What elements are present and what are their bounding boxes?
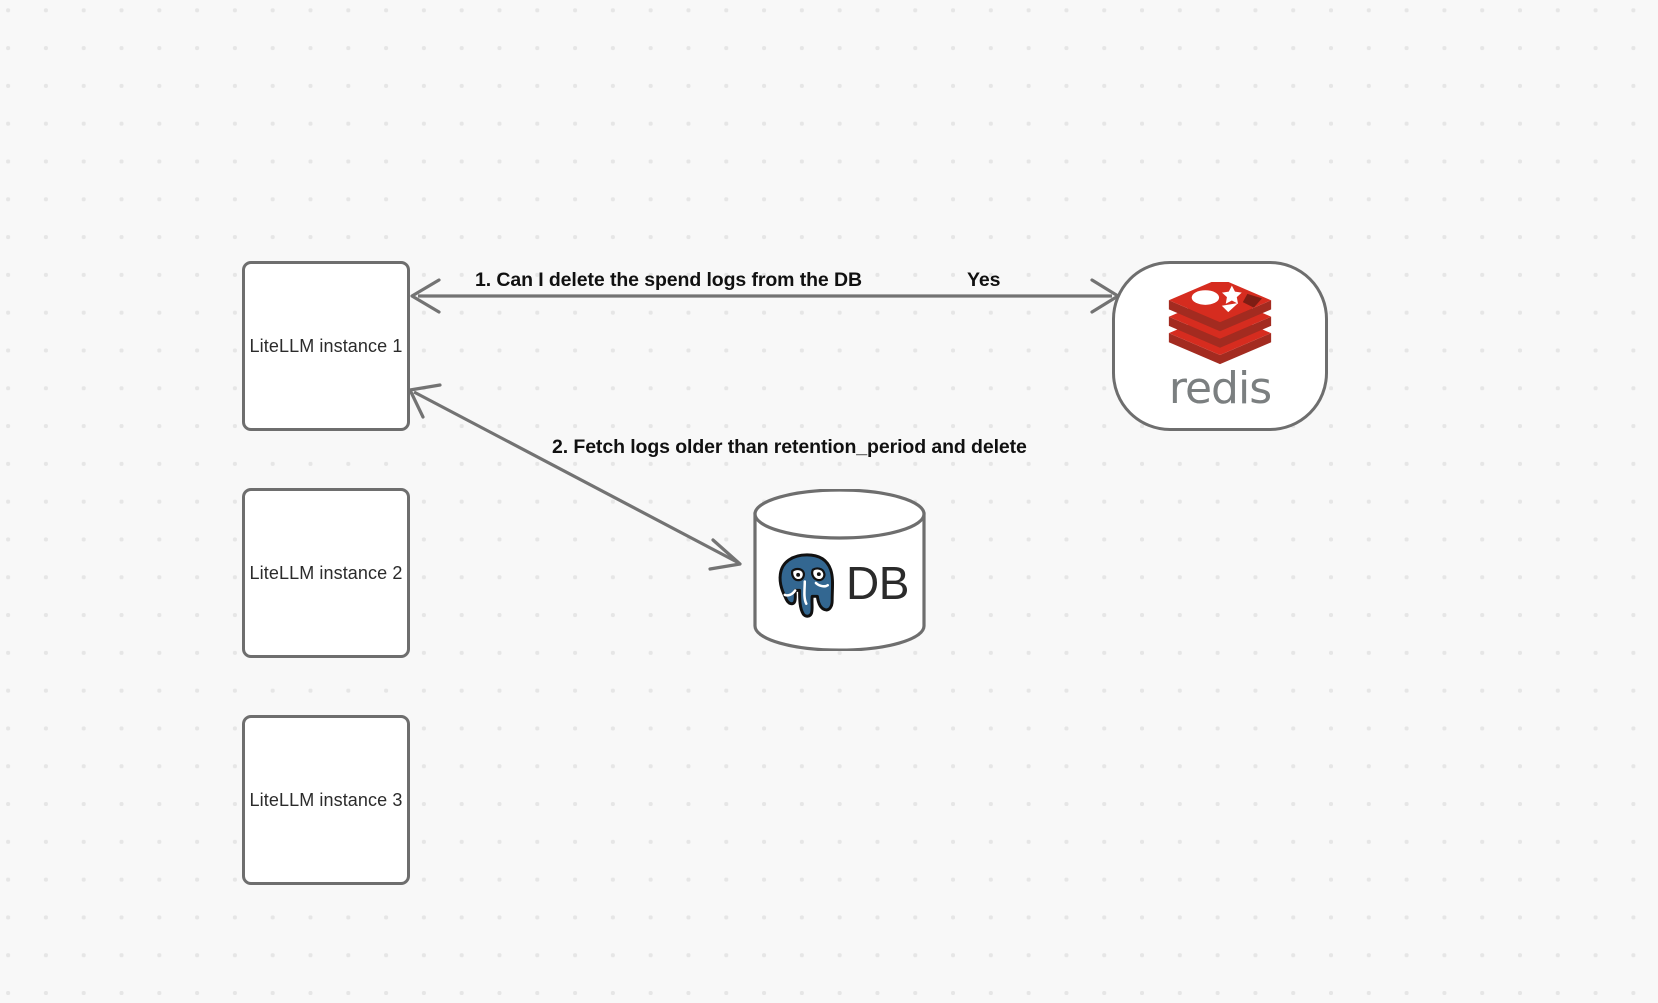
postgresql-elephant-icon — [777, 551, 836, 620]
node-database[interactable]: DB — [752, 488, 927, 652]
node-litellm-instance-1[interactable]: LiteLLM instance 1 — [242, 261, 410, 431]
node-litellm-instance-2-label: LiteLLM instance 2 — [249, 562, 403, 583]
edge-label-can-i-delete: 1. Can I delete the spend logs from the … — [475, 269, 862, 291]
edge-label-yes: Yes — [967, 269, 1001, 291]
node-redis[interactable]: redis — [1112, 261, 1328, 431]
redis-logo-icon — [1168, 281, 1272, 364]
arrowhead-downright-icon — [708, 538, 742, 571]
node-litellm-instance-2[interactable]: LiteLLM instance 2 — [242, 488, 410, 658]
node-database-label: DB — [846, 557, 909, 609]
database-label-group: DB — [752, 541, 927, 625]
node-litellm-instance-1-label: LiteLLM instance 1 — [249, 335, 403, 356]
node-litellm-instance-3[interactable]: LiteLLM instance 3 — [242, 715, 410, 885]
edge-litellm1-database — [408, 383, 742, 571]
node-litellm-instance-3-label: LiteLLM instance 3 — [249, 789, 403, 810]
edge-label-fetch-logs: 2. Fetch logs older than retention_perio… — [552, 436, 1027, 458]
database-cylinder-icon — [753, 488, 926, 652]
arrowhead-left-icon — [410, 278, 441, 314]
node-redis-label: redis — [1168, 362, 1272, 414]
arrowhead-upleft-icon — [408, 383, 442, 419]
